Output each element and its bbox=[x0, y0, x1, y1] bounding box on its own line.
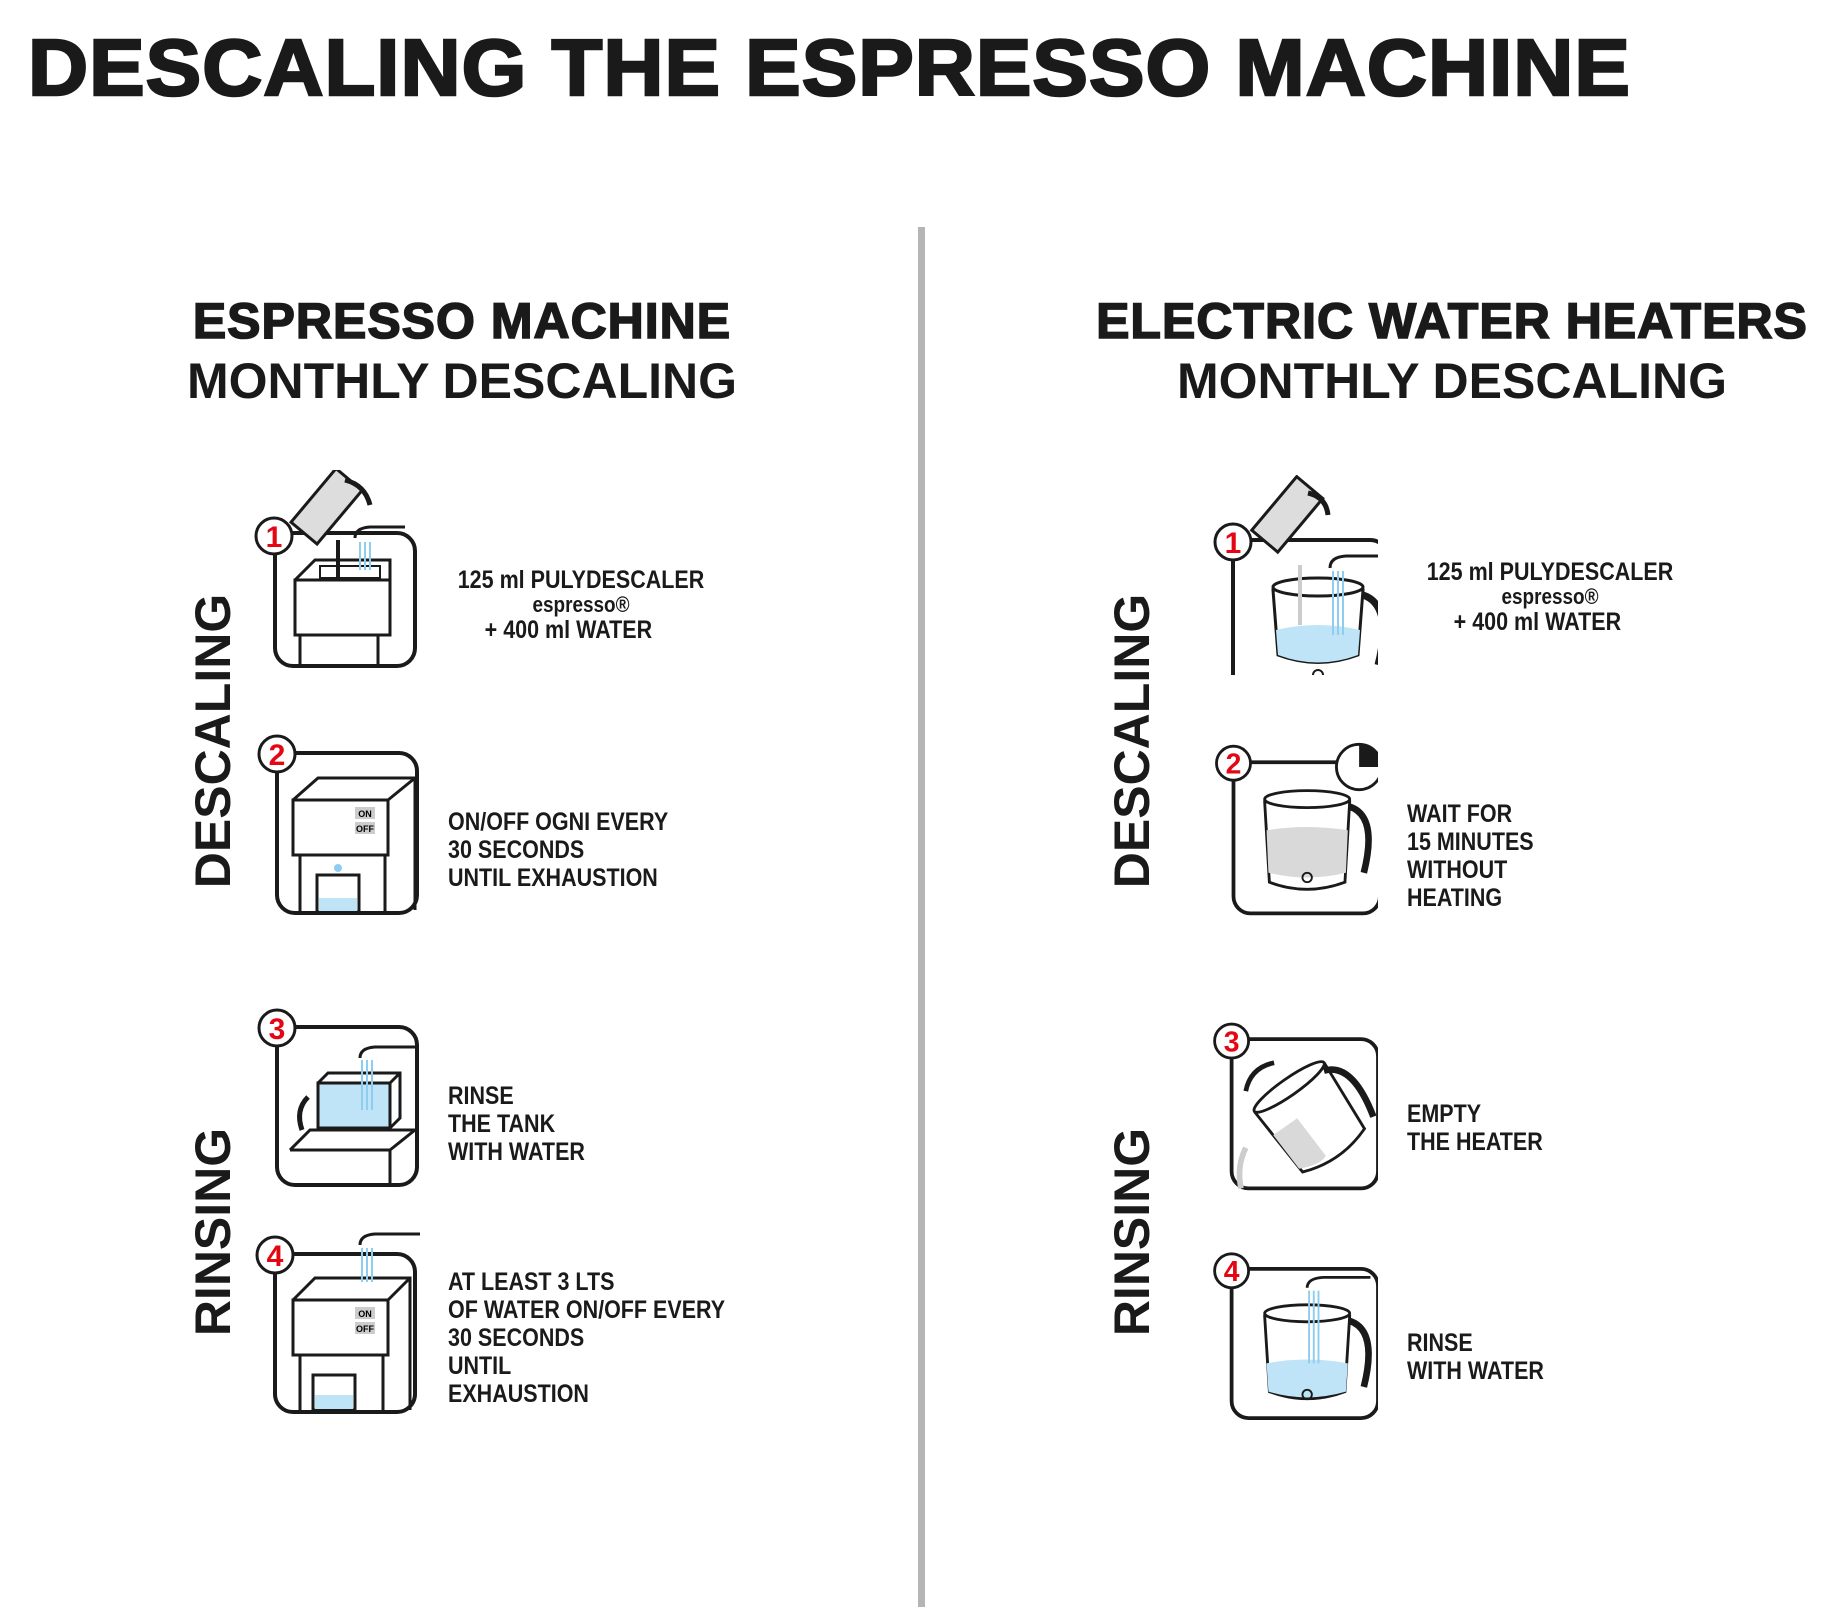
heading-line1: ELECTRIC WATER HEATERS bbox=[1095, 292, 1808, 350]
instruction-line: EXHAUSTION bbox=[448, 1380, 589, 1408]
instruction-line: THE TANK bbox=[448, 1110, 556, 1138]
step-2-instructions: WAIT FOR 15 MINUTES WITHOUT HEATING bbox=[1407, 800, 1534, 912]
step-4-instructions: RINSE WITH WATER bbox=[1407, 1329, 1544, 1385]
instruction-line: WITH WATER bbox=[1407, 1357, 1544, 1385]
step-3-rinse-tank-icon: 3 bbox=[257, 1008, 419, 1187]
instruction-line: espresso® bbox=[1501, 584, 1599, 609]
heading-line1: ESPRESSO MACHINE bbox=[192, 292, 732, 350]
instruction-line: WAIT FOR bbox=[1407, 800, 1513, 828]
page-title: DESCALING THE ESPRESSO MACHINE bbox=[27, 22, 1632, 114]
timer-icon bbox=[1335, 742, 1378, 792]
instruction-line: 125 ml PULYDESCALER bbox=[457, 566, 705, 594]
step-4-instructions: AT LEAST 3 LTS OF WATER ON/OFF EVERY 30 … bbox=[448, 1268, 725, 1408]
instruction-line: HEATING bbox=[1407, 884, 1503, 912]
instruction-line: WITHOUT bbox=[1407, 856, 1508, 884]
instruction-line: espresso® bbox=[532, 592, 630, 617]
step-3-instructions: RINSE THE TANK WITH WATER bbox=[448, 1082, 585, 1166]
step-number: 3 bbox=[1224, 1026, 1240, 1058]
step-4-rinse-kettle-icon: 4 bbox=[1213, 1252, 1378, 1420]
phase-label-descaling: DESCALING bbox=[185, 593, 241, 889]
instruction-line: 30 SECONDS bbox=[448, 1324, 585, 1352]
step-1-pour-descaler-kettle-icon: 1 bbox=[1213, 475, 1378, 675]
step-number: 1 bbox=[1225, 527, 1242, 560]
switch-on-label: ON bbox=[358, 1309, 372, 1319]
switch-off-label: OFF bbox=[356, 824, 374, 834]
phase-label-descaling: DESCALING bbox=[1104, 593, 1160, 889]
step-number: 4 bbox=[1224, 1256, 1240, 1288]
heading-line2: MONTHLY DESCALING bbox=[186, 353, 738, 409]
water-heaters-heading: ELECTRIC WATER HEATERS MONTHLY DESCALING bbox=[1052, 292, 1848, 410]
step-number: 1 bbox=[266, 521, 283, 554]
step-1-instructions: 125 ml PULYDESCALER espresso® + 400 ml W… bbox=[1421, 558, 1679, 636]
step-3-empty-kettle-icon: 3 bbox=[1213, 1022, 1378, 1191]
instruction-line: AT LEAST 3 LTS bbox=[448, 1268, 615, 1296]
step-2-wait-kettle-icon: 2 bbox=[1215, 742, 1378, 916]
step-3-instructions: EMPTY THE HEATER bbox=[1407, 1100, 1543, 1156]
heading-line2: MONTHLY DESCALING bbox=[1176, 353, 1728, 409]
instruction-line: THE HEATER bbox=[1407, 1128, 1543, 1156]
step-number: 4 bbox=[267, 1240, 284, 1273]
instruction-line: OF WATER ON/OFF EVERY bbox=[448, 1296, 726, 1324]
instruction-line: EMPTY bbox=[1407, 1100, 1482, 1128]
instruction-line: UNTIL EXHAUSTION bbox=[448, 864, 658, 892]
switch-on-label: ON bbox=[358, 809, 372, 819]
step-number: 2 bbox=[269, 739, 286, 772]
instruction-line: + 400 ml WATER bbox=[1453, 608, 1622, 636]
step-1-pour-descaler-tank-icon: 1 bbox=[254, 470, 417, 668]
phase-label-rinsing: RINSING bbox=[1104, 1127, 1160, 1337]
espresso-machine-heading: ESPRESSO MACHINE MONTHLY DESCALING bbox=[62, 292, 862, 410]
instruction-line: RINSE bbox=[448, 1082, 514, 1110]
switch-off-label: OFF bbox=[356, 1324, 374, 1334]
instruction-line: 15 MINUTES bbox=[1407, 828, 1534, 856]
instruction-line: UNTIL bbox=[448, 1352, 512, 1380]
step-2-instructions: ON/OFF OGNI EVERY 30 SECONDS UNTIL EXHAU… bbox=[448, 808, 668, 892]
step-4-rinse-dispense-icon: ON OFF 4 bbox=[255, 1232, 420, 1414]
step-1-instructions: 125 ml PULYDESCALER espresso® + 400 ml W… bbox=[452, 566, 710, 644]
instruction-line: + 400 ml WATER bbox=[484, 616, 653, 644]
step-number: 2 bbox=[1226, 749, 1242, 781]
instruction-line: 125 ml PULYDESCALER bbox=[1426, 558, 1674, 586]
phase-label-rinsing: RINSING bbox=[185, 1127, 241, 1337]
instruction-line: RINSE bbox=[1407, 1329, 1473, 1357]
instruction-line: ON/OFF OGNI EVERY bbox=[448, 808, 669, 836]
instruction-line: WITH WATER bbox=[448, 1138, 585, 1166]
step-2-machine-dispense-icon: ON OFF 2 bbox=[257, 734, 419, 915]
instruction-line: 30 SECONDS bbox=[448, 836, 585, 864]
column-divider bbox=[918, 227, 925, 1607]
step-number: 3 bbox=[269, 1013, 286, 1046]
